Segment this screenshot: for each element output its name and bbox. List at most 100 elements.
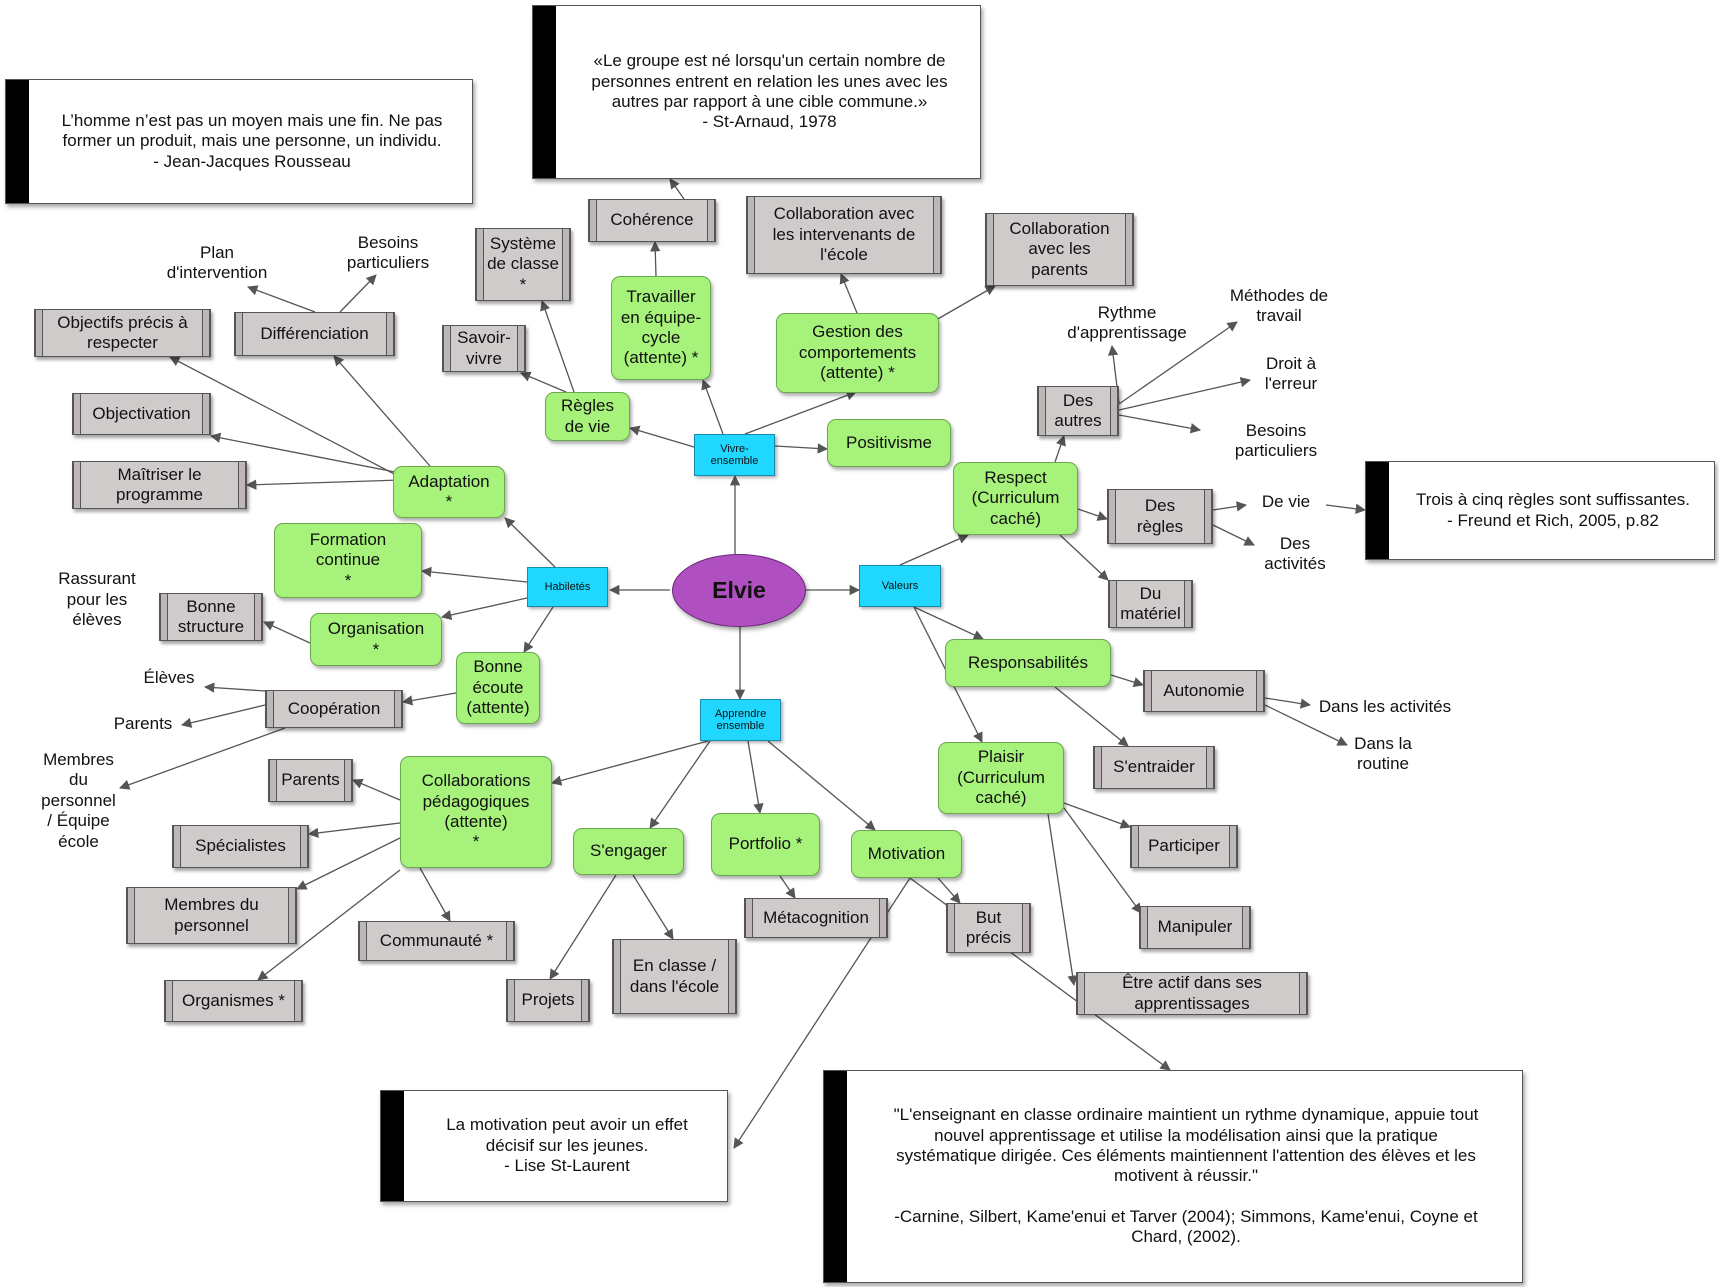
node-participer: Participer bbox=[1130, 825, 1238, 868]
node-objectifs-precis: Objectifs précis à respecter bbox=[34, 309, 211, 357]
connector-arrow bbox=[550, 740, 709, 786]
label-membres-personnel-equipe: Membres du personnel / Équipe école bbox=[41, 750, 116, 851]
connector-arrow bbox=[520, 371, 567, 393]
connector-arrow bbox=[913, 606, 984, 640]
connector-arrow bbox=[629, 425, 695, 448]
node-sengager: S'engager bbox=[573, 828, 684, 875]
connector-arrow bbox=[296, 837, 401, 890]
connector-arrow bbox=[169, 356, 401, 478]
connector-arrow bbox=[180, 704, 266, 728]
connector-arrow bbox=[650, 240, 661, 277]
node-adaptation: Adaptation * bbox=[393, 466, 505, 518]
connector-arrow bbox=[1212, 524, 1255, 546]
label-besoins-particuliers-habiletes: Besoins particuliers bbox=[346, 232, 430, 272]
node-portfolio: Portfolio * bbox=[711, 813, 820, 876]
node-communaute: Communauté * bbox=[358, 921, 515, 961]
node-collaborations-pedagogiques: Collaborations pédagogiques (attente) * bbox=[400, 756, 552, 868]
node-cooperation: Coopération bbox=[265, 690, 403, 728]
connector-arrow bbox=[257, 869, 401, 981]
label-droit-erreur: Droit à l'erreur bbox=[1264, 353, 1318, 393]
label-methodes-travail: Méthodes de travail bbox=[1229, 285, 1329, 325]
node-systeme-de-classe: Système de classe * bbox=[475, 228, 571, 301]
connector-arrow bbox=[352, 778, 401, 801]
node-gestion-des-comportements: Gestion des comportements (attente) * bbox=[776, 313, 939, 393]
connector-arrow bbox=[899, 534, 969, 566]
connector-arrow bbox=[1054, 686, 1129, 747]
hub-apprendre-ensemble: Apprendre ensemble bbox=[700, 699, 781, 741]
quote-freund-rich: Trois à cinq règles sont suffissantes. -… bbox=[1365, 461, 1715, 560]
connector-arrow bbox=[649, 740, 711, 829]
node-responsabilites: Responsabilités bbox=[945, 639, 1111, 687]
node-savoir-vivre: Savoir- vivre bbox=[442, 325, 526, 372]
node-des-autres: Des autres bbox=[1037, 386, 1119, 436]
node-but-precis: But précis bbox=[946, 903, 1031, 953]
label-dans-les-activites: Dans les activités bbox=[1318, 696, 1452, 716]
node-motivation: Motivation bbox=[851, 830, 962, 878]
connector-arrow bbox=[1212, 501, 1248, 512]
node-positivisme: Positivisme bbox=[827, 419, 951, 467]
connector-arrow bbox=[747, 740, 764, 815]
connector-arrow bbox=[1264, 697, 1312, 709]
connector-arrow bbox=[767, 740, 876, 831]
quote-st-arnaud: «Le groupe est né lorsqu'un certain nomb… bbox=[532, 5, 981, 179]
connector-arrow bbox=[1118, 377, 1252, 411]
label-plan-intervention: Plan d'intervention bbox=[166, 242, 268, 282]
connector-arrow bbox=[119, 727, 286, 790]
node-bonne-ecoute: Bonne écoute (attente) bbox=[456, 652, 540, 724]
connector-arrow bbox=[744, 390, 857, 435]
node-organismes: Organismes * bbox=[164, 980, 303, 1022]
label-dans-la-routine: Dans la routine bbox=[1354, 733, 1412, 773]
node-specialistes: Spécialistes bbox=[172, 825, 309, 868]
node-metacognition: Métacognition bbox=[744, 898, 888, 938]
node-differenciation: Différenciation bbox=[234, 312, 395, 356]
quote-rousseau: L’homme n’est pas un moyen mais une fin.… bbox=[5, 79, 473, 204]
connector-arrow bbox=[1059, 534, 1109, 581]
node-manipuler: Manipuler bbox=[1139, 906, 1251, 949]
label-parents-cooperation: Parents bbox=[113, 713, 173, 733]
node-du-materiel: Du matériel bbox=[1108, 580, 1193, 628]
connector-arrow bbox=[632, 874, 674, 940]
node-membres-du-personnel: Membres du personnel bbox=[126, 887, 297, 944]
node-etre-actif: Être actif dans ses apprentissages bbox=[1076, 972, 1308, 1015]
connector-arrow bbox=[1110, 674, 1144, 688]
quote-carnine: "L'enseignant en classe ordinaire mainti… bbox=[823, 1070, 1523, 1283]
hub-valeurs: Valeurs bbox=[859, 565, 941, 607]
connector-arrow bbox=[440, 597, 528, 621]
node-objectivation: Objectivation bbox=[72, 393, 211, 435]
connector-arrow bbox=[263, 621, 311, 644]
connector-arrow bbox=[1325, 503, 1367, 514]
node-collaboration-intervenants: Collaboration avec les intervenants de l… bbox=[746, 196, 942, 274]
connector-arrow bbox=[540, 300, 575, 393]
connector-arrow bbox=[1063, 807, 1142, 914]
connector-arrow bbox=[935, 285, 996, 321]
quote-st-laurent: La motivation peut avoir un effet décisi… bbox=[380, 1090, 728, 1202]
hub-habiletes: Habiletés bbox=[527, 567, 608, 607]
connector-arrow bbox=[701, 379, 724, 435]
connector-arrow bbox=[937, 877, 961, 904]
connector-arrow bbox=[1264, 704, 1348, 746]
connector-arrow bbox=[1077, 508, 1108, 521]
root-node-elvie: Elvie bbox=[672, 554, 806, 627]
connector-arrow bbox=[1118, 321, 1238, 405]
connector-arrow bbox=[779, 875, 796, 899]
node-projets: Projets bbox=[506, 979, 590, 1022]
connector-arrow bbox=[523, 606, 554, 653]
hub-vivre-ensemble: Vivre- ensemble bbox=[694, 434, 775, 476]
connector-arrow bbox=[669, 178, 685, 200]
node-regles-de-vie: Règles de vie bbox=[545, 392, 630, 441]
connector-arrow bbox=[339, 274, 377, 313]
node-sentraider: S'entraider bbox=[1093, 746, 1215, 789]
connector-arrow bbox=[333, 355, 431, 467]
label-besoins-particuliers-valeurs: Besoins particuliers bbox=[1234, 420, 1318, 460]
node-maitriser-programme: Maîtriser le programme bbox=[72, 461, 247, 509]
connector-arrow bbox=[1047, 813, 1078, 987]
node-des-regles: Des règles bbox=[1107, 489, 1213, 544]
label-rassurant: Rassurant pour les élèves bbox=[58, 569, 136, 630]
connector-arrow bbox=[774, 443, 829, 454]
connector-arrow bbox=[245, 479, 401, 490]
connector-arrow bbox=[307, 822, 401, 839]
node-autonomie: Autonomie bbox=[1143, 670, 1265, 712]
label-de-vie: De vie bbox=[1261, 491, 1311, 511]
